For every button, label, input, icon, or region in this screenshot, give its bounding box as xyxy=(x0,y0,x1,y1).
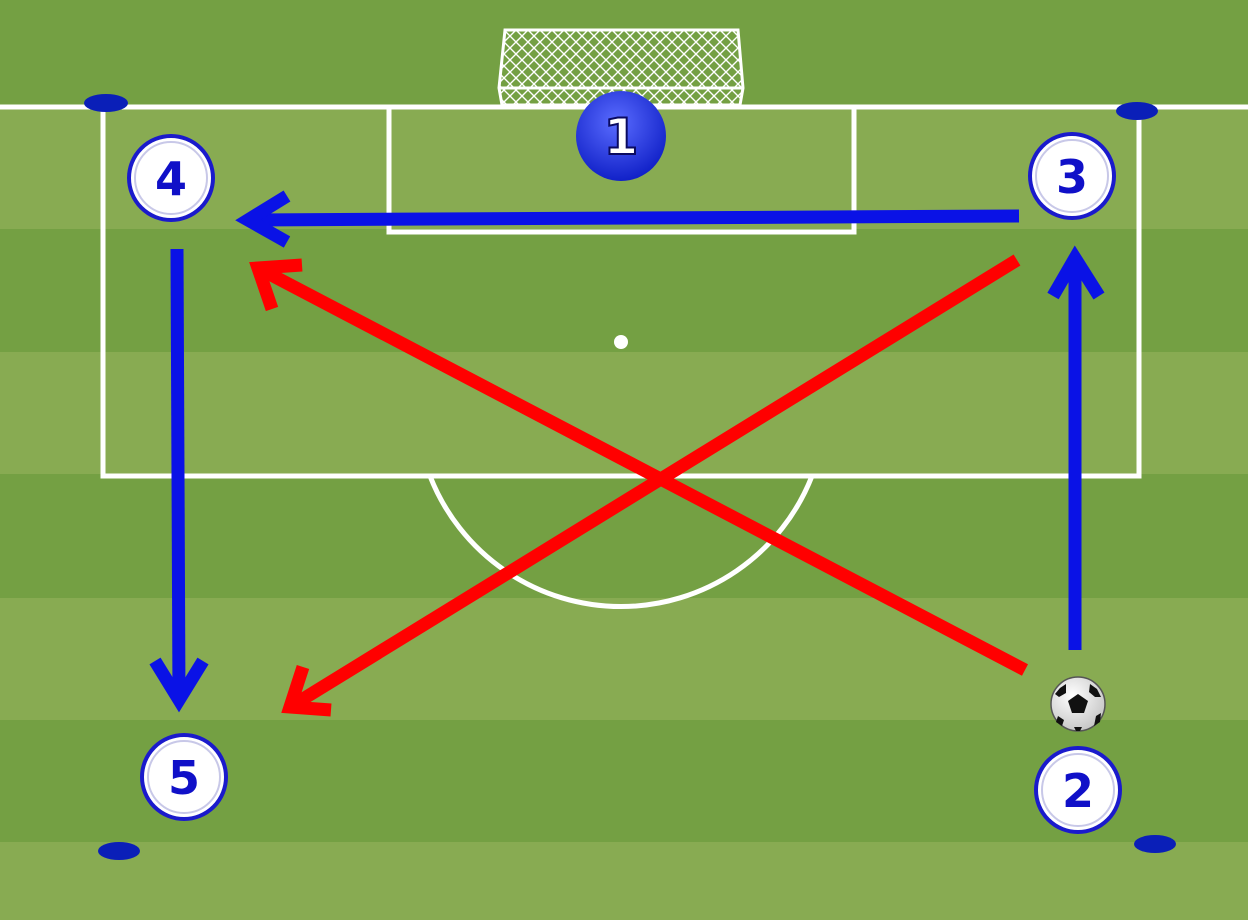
cone-marker-icon xyxy=(1116,102,1158,120)
player-1-number: 1 xyxy=(604,108,639,166)
player-3-number: 3 xyxy=(1056,150,1088,204)
run-arrow-4-to-5 xyxy=(149,248,209,713)
goalkeeper-player-1: 1 xyxy=(576,91,666,181)
pass-arrow-2-to-4 xyxy=(249,258,1029,676)
cone-marker-icon xyxy=(1134,835,1176,853)
pass-arrows xyxy=(249,254,1029,717)
cones xyxy=(84,94,1176,860)
cone-marker-icon xyxy=(84,94,128,112)
player-2: 2 xyxy=(1034,746,1122,834)
pass-arrow-3-to-5 xyxy=(281,254,1021,717)
run-arrow-3-to-4 xyxy=(235,190,1020,248)
run-arrow-2-to-3 xyxy=(1047,245,1105,650)
run-arrows xyxy=(149,190,1105,713)
player-3: 3 xyxy=(1028,132,1116,220)
cone-marker-icon xyxy=(98,842,140,860)
goal-net-icon xyxy=(497,28,745,107)
player-5: 5 xyxy=(140,733,228,821)
penalty-spot xyxy=(614,335,628,349)
player-5-number: 5 xyxy=(168,751,200,805)
player-4-number: 4 xyxy=(155,152,187,206)
soccer-ball-icon xyxy=(1050,676,1106,732)
player-2-number: 2 xyxy=(1062,764,1094,818)
player-4: 4 xyxy=(127,134,215,222)
